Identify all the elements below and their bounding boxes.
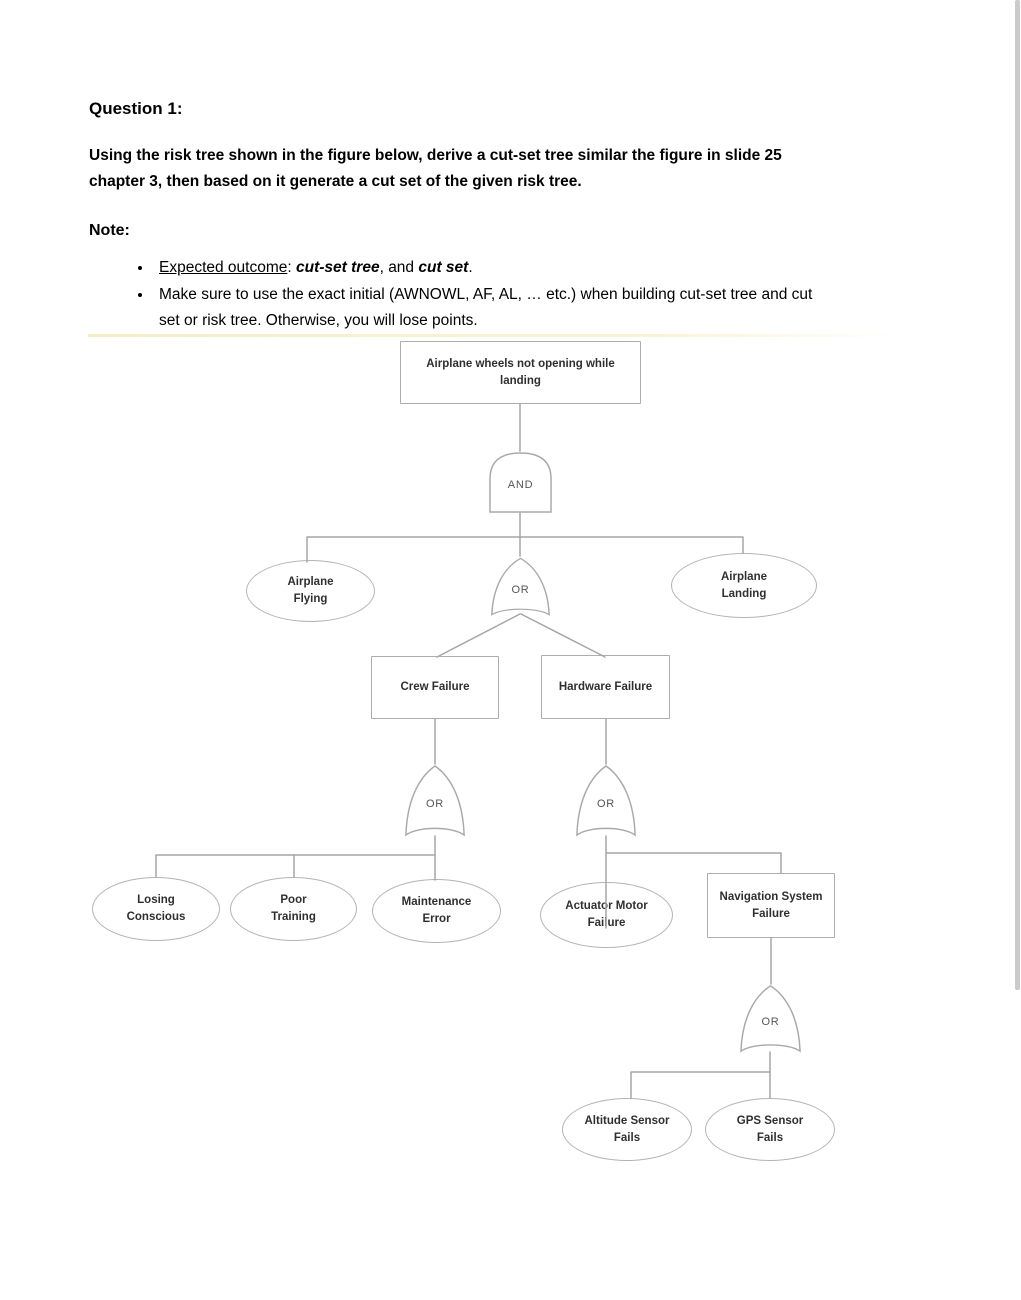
figure-top-divider xyxy=(88,334,900,337)
event-airplane-landing: Airplane Landing xyxy=(671,553,817,618)
event-hardware-failure: Hardware Failure xyxy=(541,655,670,719)
event-label: Airplane wheels not opening while landin… xyxy=(426,357,615,387)
event-label: Losing Conscious xyxy=(126,894,186,923)
bullet1-mid: , and xyxy=(379,259,419,276)
gate-label: OR xyxy=(596,797,616,810)
and-gate-shape xyxy=(489,452,552,513)
or-gate-shape xyxy=(576,765,636,837)
event-label: Crew Failure xyxy=(400,681,470,694)
note-item-initials: Make sure to use the exact initial (AWNO… xyxy=(153,282,909,334)
event-label: Airplane Landing xyxy=(720,570,767,600)
event-crew-failure: Crew Failure xyxy=(371,656,499,719)
note-list: Expected outcome: cut-set tree, and cut … xyxy=(89,255,909,334)
event-altitude-sensor-fails: Altitude Sensor Fails xyxy=(562,1098,692,1161)
question-body: Using the risk tree shown in the figure … xyxy=(89,147,782,190)
bullet1-colon: : xyxy=(287,259,297,276)
event-label: Altitude Sensor Fails xyxy=(584,1114,670,1144)
event-navigation-system-failure: Navigation System Failure xyxy=(707,873,835,938)
or-gate-shape xyxy=(740,984,801,1053)
event-actuator-motor-failure: Actuator Motor Failure xyxy=(540,882,673,948)
scrollbar-thumb[interactable] xyxy=(1015,0,1020,990)
question-text-block: Question 1: Using the risk tree shown in… xyxy=(89,99,909,335)
or-gate-middle: OR xyxy=(489,556,552,617)
event-label: GPS Sensor Fails xyxy=(736,1114,804,1144)
or-gate-navigation: OR xyxy=(738,983,803,1054)
event-label: Actuator Motor Failure xyxy=(565,900,648,929)
event-gps-sensor-fails: GPS Sensor Fails xyxy=(705,1098,835,1161)
or-gate-hardware: OR xyxy=(574,763,638,838)
event-poor-training: Poor Training xyxy=(230,877,357,941)
and-gate-top: AND xyxy=(488,451,553,513)
gate-label: AND xyxy=(507,479,534,491)
expected-outcome-label: Expected outcome xyxy=(159,259,288,276)
event-label: Hardware Failure xyxy=(558,680,653,693)
question-heading: Question 1: xyxy=(89,99,183,118)
or-gate-shape xyxy=(491,557,550,616)
event-label: Maintenance Error xyxy=(401,896,472,925)
event-top-airplane-wheels: Airplane wheels not opening while landin… xyxy=(400,341,641,404)
cut-set-tree-term: cut-set tree xyxy=(296,259,380,276)
event-maintenance-error: Maintenance Error xyxy=(372,879,501,943)
event-losing-conscious: Losing Conscious xyxy=(92,877,220,941)
note-item-expected-outcome: Expected outcome: cut-set tree, and cut … xyxy=(153,255,909,281)
event-label: Airplane Flying xyxy=(287,576,334,605)
event-airplane-flying: Airplane Flying xyxy=(246,560,375,622)
gate-label: OR xyxy=(761,1015,780,1028)
event-label: Navigation System Failure xyxy=(719,890,823,920)
or-gate-crew: OR xyxy=(403,763,467,838)
gate-label: OR xyxy=(511,583,530,596)
cut-set-term: cut set xyxy=(418,259,469,276)
bullet1-period: . xyxy=(468,259,473,276)
or-gate-shape xyxy=(405,765,465,837)
event-label: Poor Training xyxy=(271,894,316,923)
gate-label: OR xyxy=(425,797,445,810)
note-heading: Note: xyxy=(89,222,130,239)
